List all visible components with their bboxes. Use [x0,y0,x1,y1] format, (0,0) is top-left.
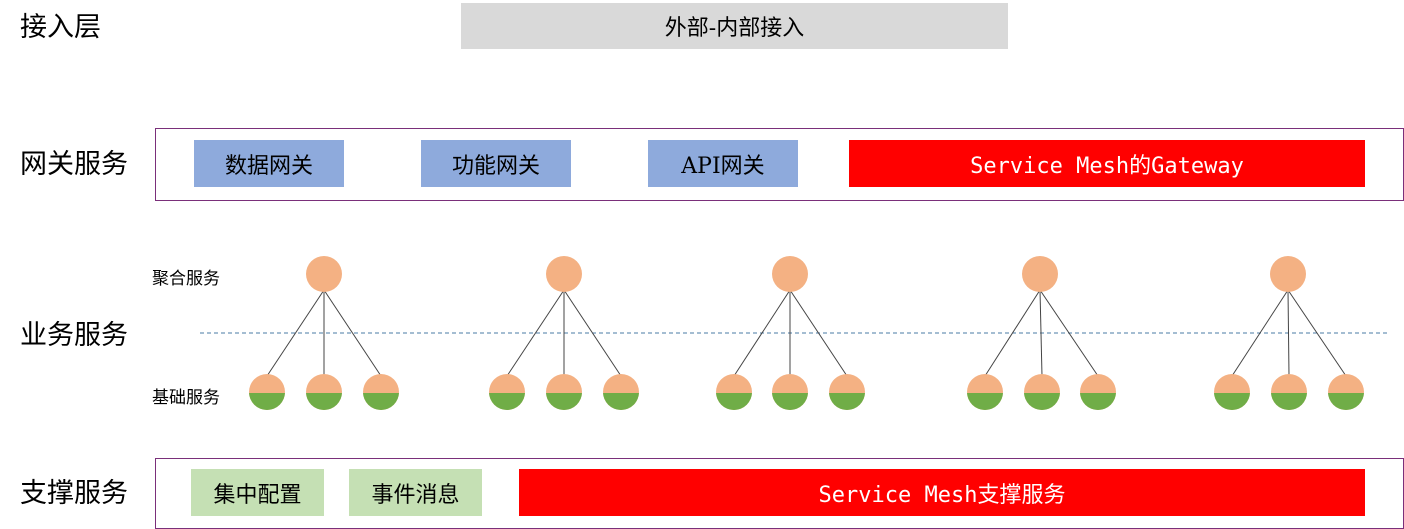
base-service-node-fill [829,393,865,410]
base-service-node-fill [772,393,808,410]
event-message-box: 事件消息 [349,469,482,516]
aggregate-service-node [772,256,808,292]
aggregate-service-node [546,256,582,292]
base-service-node-fill [967,393,1003,410]
base-service-node-fill [603,393,639,410]
tree-edge [506,289,565,377]
tree-edge [1231,289,1289,377]
tree-edge [1039,289,1043,377]
api-gateway-box: API网关 [648,140,798,187]
aggregate-service-node [1022,256,1058,292]
data-gateway-box: 数据网关 [194,140,344,187]
aggregate-service-label: 聚合服务 [152,269,220,289]
tree-edge [1039,289,1099,377]
tree-edge [733,289,791,377]
central-config-box: 集中配置 [191,469,324,516]
gateway-layer-label: 网关服务 [20,149,128,180]
access-bar: 外部-内部接入 [461,3,1008,49]
base-service-node-fill [489,393,525,410]
base-service-node-fill [306,393,342,410]
base-service-node-fill [1271,393,1307,410]
support-layer-label: 支撑服务 [20,478,128,509]
tree-edge [984,289,1041,377]
base-service-node-fill [546,393,582,410]
tree-edge [1287,289,1290,377]
function-gateway-box: 功能网关 [421,140,571,187]
base-service-node-fill [1328,393,1364,410]
service-mesh-gateway-box: Service Mesh的Gateway [849,140,1365,187]
tree-edge [563,289,622,377]
business-layer-label: 业务服务 [20,320,128,351]
base-service-node-fill [249,393,285,410]
tree-edge [1287,289,1347,377]
tree-edge [789,289,848,377]
base-service-node-fill [716,393,752,410]
tree-edge [323,289,382,377]
base-service-node-fill [363,393,399,410]
base-service-node-fill [1080,393,1116,410]
base-service-node-fill [1024,393,1060,410]
service-mesh-support-box: Service Mesh支撑服务 [519,469,1365,516]
tree-edge [266,289,325,377]
aggregate-service-node [306,256,342,292]
access-layer-label: 接入层 [20,12,101,43]
base-service-node-fill [1214,393,1250,410]
base-service-label: 基础服务 [152,388,220,408]
aggregate-service-node [1270,256,1306,292]
